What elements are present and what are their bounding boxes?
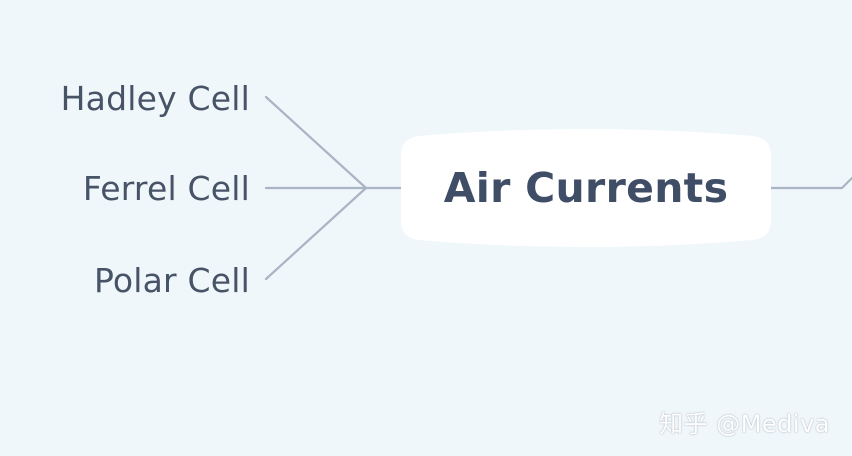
connector-polar-cell	[264, 186, 368, 281]
branch-polar-cell[interactable]: Polar Cell	[93, 261, 250, 300]
watermark: 知乎 @Mediva	[659, 410, 830, 438]
central-topic-node[interactable]: Air Currents	[401, 128, 771, 248]
central-topic-title: Air Currents	[443, 164, 729, 212]
branch-hadley-cell[interactable]: Hadley Cell	[60, 79, 250, 118]
branch-ferrel-cell[interactable]: Ferrel Cell	[82, 169, 250, 208]
connector-hadley-cell	[264, 95, 368, 190]
connector-right-branch	[769, 176, 852, 190]
central-node-shape	[401, 129, 771, 247]
